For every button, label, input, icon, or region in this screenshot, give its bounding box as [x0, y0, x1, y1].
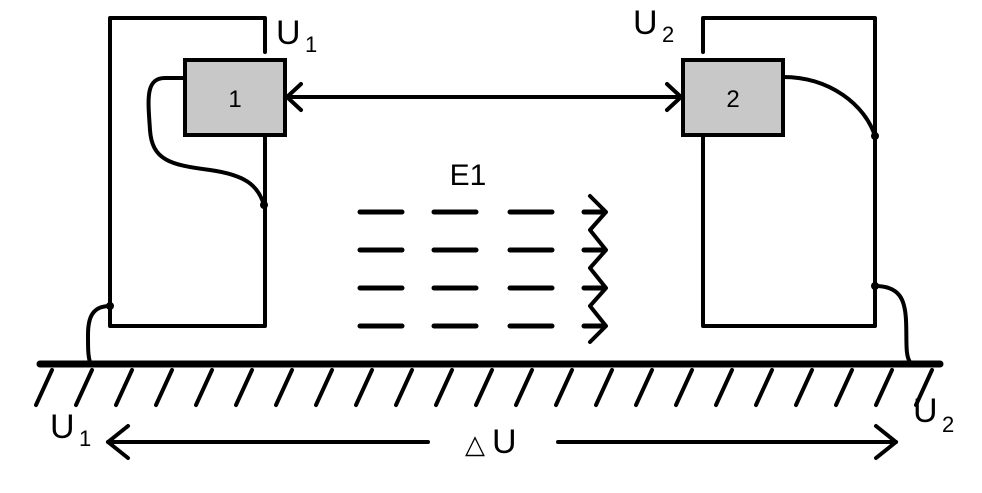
bottom-label-left-main: U [50, 408, 75, 446]
bottom-label-left-sub: 1 [79, 426, 91, 451]
top-label-left-main: U [276, 14, 301, 52]
bottom-label-right: U 2 [913, 392, 954, 437]
bottom-label-left: U 1 [50, 408, 91, 451]
top-label-left-sub: 1 [305, 32, 317, 57]
device-2-wire-node [871, 132, 879, 140]
right-cabinet-ground-wire [873, 284, 912, 364]
device-2-box [681, 58, 785, 137]
field-label: E1 [450, 159, 487, 192]
delta-u-arrow [106, 424, 898, 460]
top-label-right: U 2 [633, 4, 674, 47]
device-2-label: 2 [726, 86, 739, 113]
left-cabinet-wire-node [106, 302, 114, 310]
ground-hatching [34, 368, 934, 407]
device-link-arrow [285, 82, 683, 112]
device-2-ground-wire [781, 75, 877, 138]
right-cabinet-wire-node [871, 282, 879, 290]
delta-u-label: △ U [465, 423, 517, 461]
left-cabinet [108, 16, 267, 328]
field-lines [357, 194, 608, 344]
right-cabinet [701, 16, 877, 328]
device-1-wire-node [260, 201, 268, 209]
delta-symbol: △ [465, 429, 485, 459]
bottom-label-right-sub: 2 [942, 412, 954, 437]
top-label-left: U 1 [276, 14, 317, 57]
device-1: 1 [183, 58, 287, 137]
left-cabinet-ground-wire [86, 304, 112, 364]
device-1-ground-wire [146, 76, 266, 207]
delta-u-main: U [492, 423, 517, 461]
device-1-box [183, 58, 287, 137]
device-2: 2 [681, 58, 785, 137]
bottom-label-right-main: U [913, 392, 938, 430]
top-label-right-sub: 2 [662, 22, 674, 47]
device-1-label: 1 [228, 86, 241, 113]
top-label-right-main: U [633, 4, 658, 42]
